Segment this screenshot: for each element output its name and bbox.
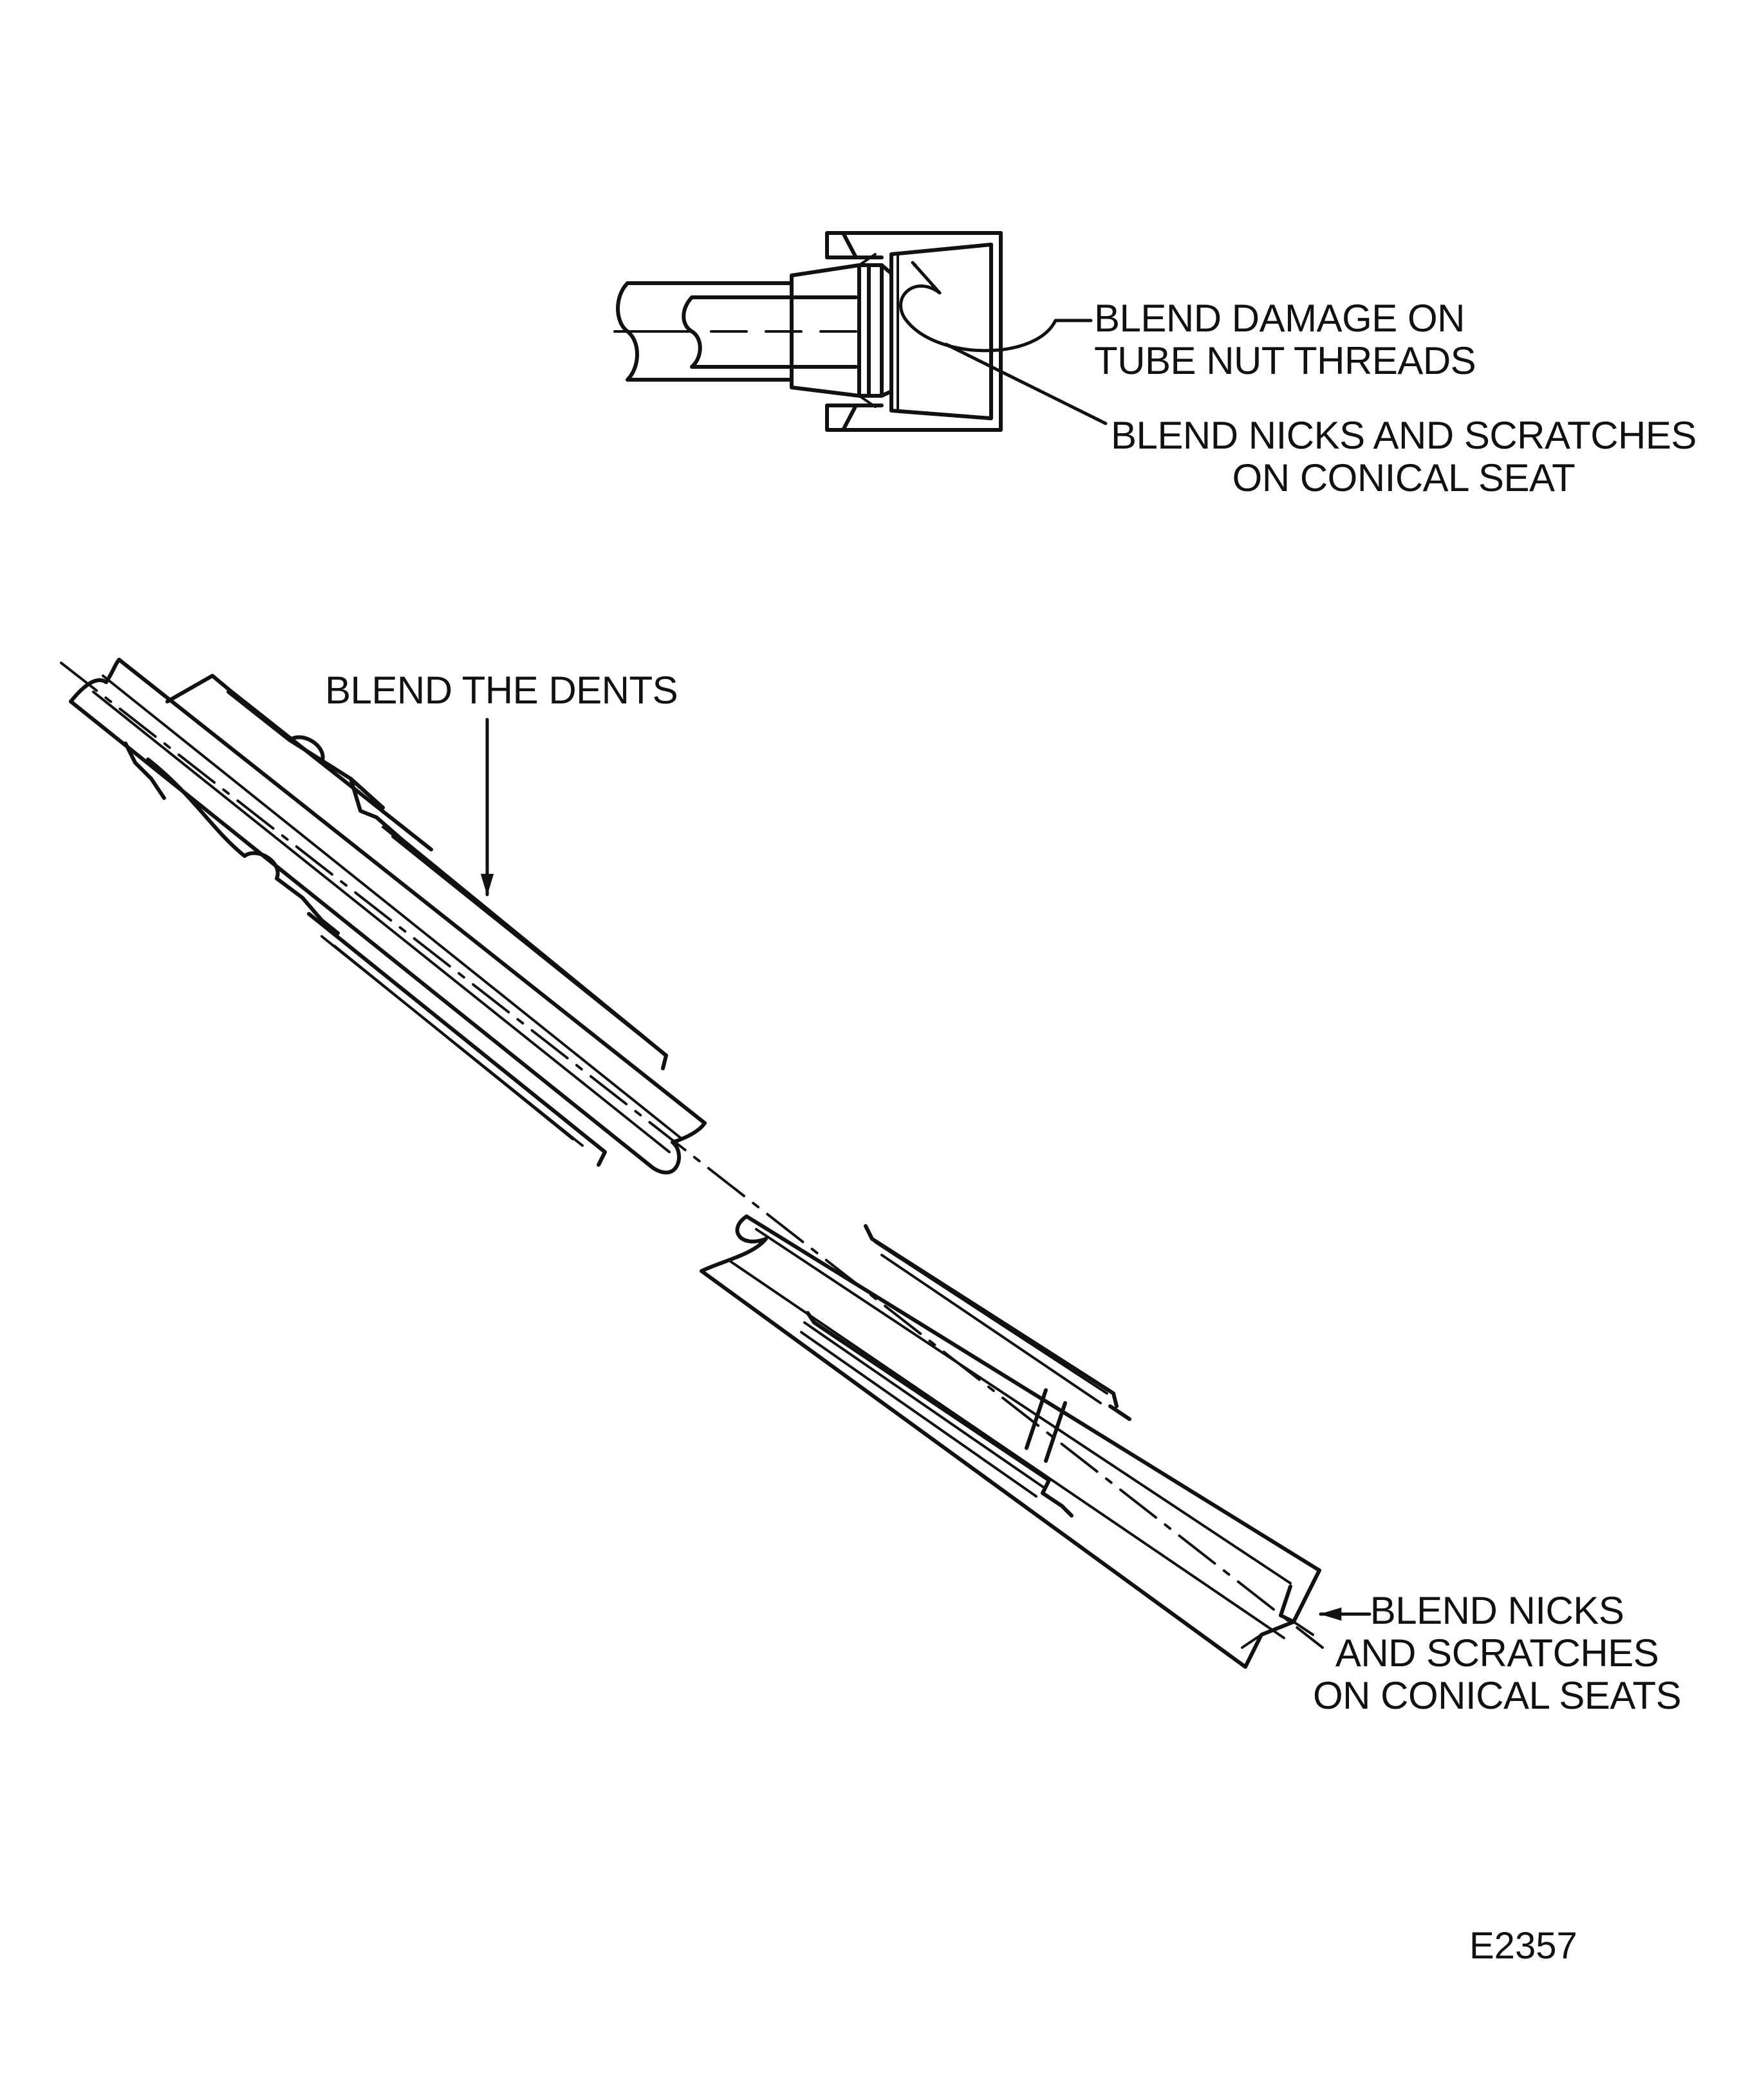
callout-conical-seat-line2: ON CONICAL SEAT	[1232, 456, 1576, 499]
tube-nut-fitting	[613, 231, 1003, 432]
callout-dents-line1: BLEND THE DENTS	[325, 669, 678, 712]
leader-tube-nut-threads	[899, 261, 1093, 353]
callout-tube-nut-threads: BLEND DAMAGE ON TUBE NUT THREADS	[1094, 297, 1476, 382]
callout-conical-seats: BLEND NICKS AND SCRATCHES ON CONICAL SEA…	[1313, 1589, 1682, 1717]
leader-conical-seat	[944, 342, 1108, 425]
callout-tube-nut-threads-line1: BLEND DAMAGE ON	[1094, 297, 1465, 340]
callout-conical-seat-line1: BLEND NICKS AND SCRATCHES	[1111, 414, 1697, 457]
callout-tube-nut-threads-line2: TUBE NUT THREADS	[1094, 339, 1476, 382]
callout-dents: BLEND THE DENTS	[325, 669, 678, 712]
callout-conical-seats-line2: AND SCRATCHES	[1335, 1631, 1659, 1675]
tube-assembly	[60, 658, 1324, 1669]
callout-conical-seat: BLEND NICKS AND SCRATCHES ON CONICAL SEA…	[1111, 414, 1697, 499]
callout-conical-seats-line3: ON CONICAL SEATS	[1313, 1674, 1682, 1717]
figure-id: E2357	[1469, 1925, 1577, 1967]
callout-conical-seats-line1: BLEND NICKS	[1370, 1589, 1624, 1632]
